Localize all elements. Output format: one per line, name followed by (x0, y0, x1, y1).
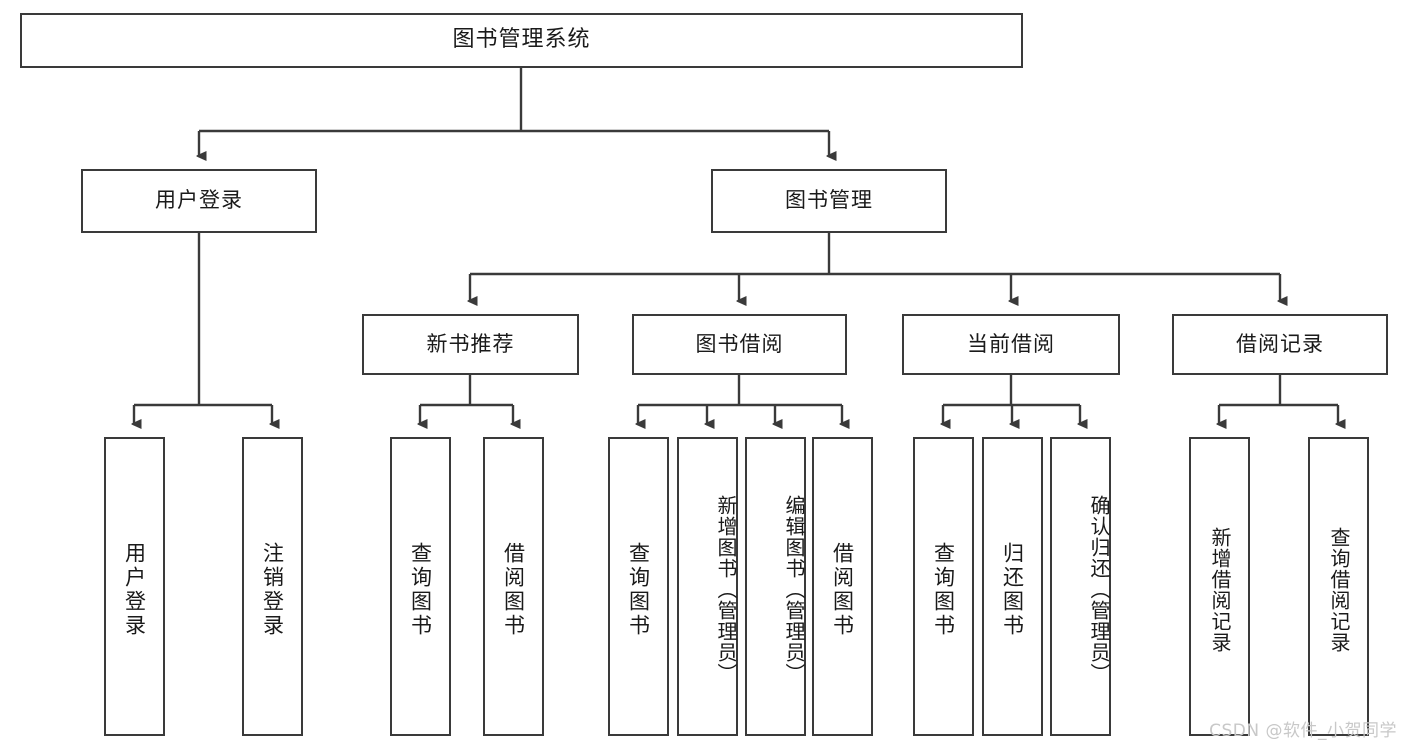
node-leaf-user-login[interactable]: 用户登录 (104, 437, 165, 736)
node-leaf-query-books-borrow[interactable]: 查询图书 (608, 437, 669, 736)
node-user-login[interactable]: 用户登录 (81, 169, 317, 233)
node-leaf-edit-book-admin-label: 编辑图书（管理员） (782, 495, 806, 684)
node-book-management-label: 图书管理 (785, 188, 873, 213)
node-leaf-add-borrow-record-label: 新增借阅记录 (1208, 526, 1232, 653)
node-leaf-confirm-return-admin[interactable]: 确认归还（管理员） (1050, 437, 1111, 736)
node-leaf-query-books-current-label: 查询图书 (931, 541, 956, 638)
node-leaf-edit-book-admin[interactable]: 编辑图书（管理员） (745, 437, 806, 736)
node-current-borrow[interactable]: 当前借阅 (902, 314, 1120, 375)
node-leaf-borrow-books-new[interactable]: 借阅图书 (483, 437, 544, 736)
node-leaf-add-borrow-record[interactable]: 新增借阅记录 (1189, 437, 1250, 736)
node-leaf-borrow-books-new-label: 借阅图书 (501, 541, 526, 638)
node-leaf-borrow-books[interactable]: 借阅图书 (812, 437, 873, 736)
node-leaf-query-books-new-label: 查询图书 (408, 541, 433, 638)
node-leaf-confirm-return-admin-label: 确认归还（管理员） (1087, 495, 1111, 684)
node-leaf-logout-label: 注销登录 (260, 541, 285, 638)
csdn-watermark: CSDN @软件_小贺同学 (1209, 721, 1397, 741)
node-new-book-recommend-label: 新书推荐 (426, 331, 515, 356)
node-leaf-user-login-label: 用户登录 (122, 541, 147, 638)
node-borrow-records[interactable]: 借阅记录 (1172, 314, 1388, 375)
node-leaf-query-books-current[interactable]: 查询图书 (913, 437, 974, 736)
node-leaf-query-books-new[interactable]: 查询图书 (390, 437, 451, 736)
node-leaf-query-books-borrow-label: 查询图书 (626, 541, 651, 638)
node-root-label: 图书管理系统 (452, 27, 591, 53)
node-leaf-borrow-books-label: 借阅图书 (830, 541, 855, 638)
node-leaf-query-borrow-record[interactable]: 查询借阅记录 (1308, 437, 1369, 736)
node-leaf-logout[interactable]: 注销登录 (242, 437, 303, 736)
node-leaf-add-book-admin[interactable]: 新增图书（管理员） (677, 437, 738, 736)
node-root[interactable]: 图书管理系统 (20, 13, 1023, 68)
node-leaf-return-books[interactable]: 归还图书 (982, 437, 1043, 736)
node-current-borrow-label: 当前借阅 (967, 331, 1055, 356)
node-book-borrow[interactable]: 图书借阅 (632, 314, 847, 375)
node-borrow-records-label: 借阅记录 (1236, 331, 1324, 356)
node-user-login-label: 用户登录 (155, 188, 243, 213)
node-book-borrow-label: 图书借阅 (695, 331, 784, 356)
node-new-book-recommend[interactable]: 新书推荐 (362, 314, 579, 375)
node-leaf-query-borrow-record-label: 查询借阅记录 (1327, 526, 1351, 653)
node-leaf-add-book-admin-label: 新增图书（管理员） (714, 495, 738, 684)
node-book-management[interactable]: 图书管理 (711, 169, 947, 233)
node-leaf-return-books-label: 归还图书 (1000, 541, 1025, 638)
